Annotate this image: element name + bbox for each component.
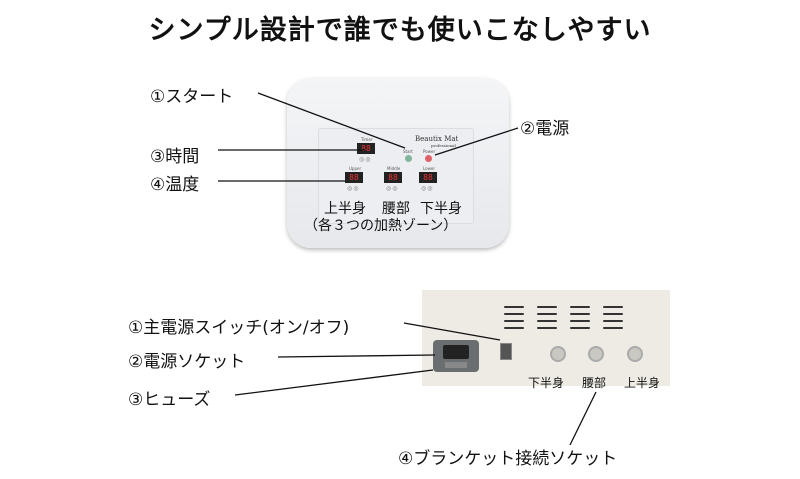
- callout-start: ①スタート: [150, 87, 234, 107]
- zone-upper: 上半身: [324, 201, 366, 217]
- zone-lower: 下半身: [420, 201, 462, 217]
- callout-main-switch: ①主電源スイッチ(オン/オフ): [128, 318, 350, 338]
- middle-display: 88: [384, 172, 402, 183]
- power-button[interactable]: [425, 155, 432, 162]
- socket-upper: [627, 346, 643, 362]
- callout-blanket-socket: ④ブランケット接続ソケット: [398, 449, 618, 469]
- callout-power: ②電源: [520, 119, 570, 139]
- socket-label-lower: 下半身: [528, 376, 565, 390]
- main-power-switch[interactable]: [500, 343, 512, 360]
- socket-label-middle: 腰部: [582, 376, 607, 390]
- start-label: Start: [403, 149, 413, 154]
- timer-display: 88: [357, 143, 375, 154]
- callout-time: ③時間: [150, 147, 200, 167]
- zone-middle: 腰部: [382, 201, 410, 217]
- lower-display: 88: [419, 172, 437, 183]
- zones-note: （各３つの加熱ゾーン）: [304, 218, 458, 234]
- timer-label: Timer: [361, 137, 373, 142]
- brand-name: Beautix Mat: [415, 135, 459, 143]
- power-inlet-with-fuse: [433, 340, 479, 372]
- controller-back: [422, 290, 670, 386]
- socket-lower: [550, 346, 566, 362]
- upper-label: Upper: [349, 166, 362, 171]
- power-label: Power: [423, 149, 436, 154]
- middle-label: Middle: [387, 166, 401, 171]
- timer-buttons[interactable]: ◎◎: [359, 156, 372, 163]
- start-button[interactable]: [405, 155, 412, 162]
- control-panel: Timer 88 ◎◎ Start Power Beautix Mat prof…: [318, 128, 474, 224]
- callout-temp: ④温度: [150, 175, 200, 195]
- callout-fuse: ③ヒューズ: [128, 390, 211, 410]
- page-title: シンプル設計で誰でも使いこなしやすい: [148, 15, 652, 46]
- lower-label: Lower: [423, 166, 435, 171]
- lower-buttons[interactable]: ◎◎: [421, 185, 434, 192]
- callout-power-socket: ②電源ソケット: [128, 352, 246, 372]
- brand-sub: professional: [431, 143, 456, 148]
- socket-middle: [588, 346, 604, 362]
- upper-display: 88: [345, 172, 363, 183]
- upper-buttons[interactable]: ◎◎: [347, 185, 360, 192]
- socket-label-upper: 上半身: [624, 376, 661, 390]
- middle-buttons[interactable]: ◎◎: [386, 185, 399, 192]
